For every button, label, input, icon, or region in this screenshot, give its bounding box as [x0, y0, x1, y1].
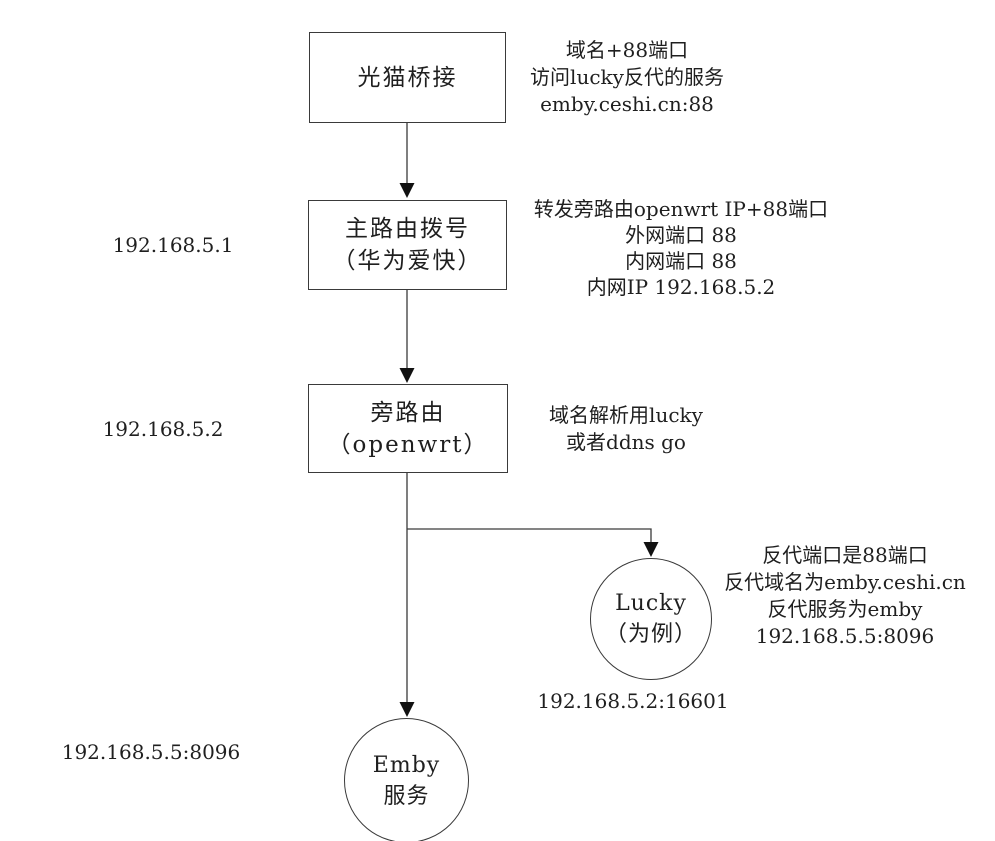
arrowhead-side-router [399, 368, 415, 383]
annotation-side-router: 域名解析用lucky 或者ddns go [476, 402, 776, 456]
annotation-main-router-line2: 外网端口 88 [625, 223, 737, 247]
ip-label-lucky: 192.168.5.2:16601 [537, 689, 729, 713]
node-emby: Emby 服务 [344, 718, 469, 841]
annotation-modem-line1: 域名+88端口 [565, 38, 689, 62]
arrowhead-lucky [643, 542, 659, 557]
node-main-router-label-line2: （华为爱快） [332, 248, 483, 274]
node-main-router: 主路由拨号 （华为爱快） [308, 200, 507, 290]
node-lucky-label-line1: Lucky [615, 591, 687, 616]
annotation-modem-line2: 访问lucky反代的服务 [530, 65, 724, 89]
ip-label-main-router: 192.168.5.1 [112, 233, 234, 257]
node-side-router-label-line2: （openwrt） [327, 431, 489, 458]
annotation-side-router-line2: 或者ddns go [566, 430, 686, 454]
node-modem-bridge: 光猫桥接 [309, 32, 506, 123]
annotation-lucky-line1: 反代端口是88端口 [762, 543, 928, 567]
annotation-main-router-line1: 转发旁路由openwrt IP+88端口 [533, 197, 829, 221]
ip-label-emby: 192.168.5.5:8096 [61, 740, 241, 764]
annotation-lucky-line2: 反代域名为emby.ceshi.cn [724, 570, 966, 594]
annotation-lucky-line3: 反代服务为emby [767, 597, 923, 621]
annotation-modem: 域名+88端口 访问lucky反代的服务 emby.ceshi.cn:88 [477, 37, 777, 118]
node-side-router: 旁路由 （openwrt） [308, 384, 508, 473]
arrowhead-main-router [399, 183, 415, 198]
annotation-side-router-line1: 域名解析用lucky [549, 403, 703, 427]
connector-side-router-to-lucky [407, 528, 652, 542]
node-lucky-label-line2: （为例） [604, 622, 697, 647]
node-lucky: Lucky （为例） [590, 558, 712, 680]
annotation-main-router-line4: 内网IP 192.168.5.2 [586, 275, 776, 299]
annotation-main-router-line3: 内网端口 88 [625, 249, 737, 273]
arrowhead-emby [399, 702, 415, 717]
annotation-lucky: 反代端口是88端口 反代域名为emby.ceshi.cn 反代服务为emby 1… [696, 542, 994, 650]
node-main-router-label-line1: 主路由拨号 [345, 216, 470, 242]
node-side-router-label-line1: 旁路由 [370, 399, 446, 426]
ip-label-side-router: 192.168.5.2 [102, 417, 224, 441]
annotation-modem-line3: emby.ceshi.cn:88 [540, 92, 714, 116]
node-modem-bridge-label: 光猫桥接 [357, 64, 458, 91]
node-emby-label-line2: 服务 [383, 783, 430, 809]
annotation-lucky-line4: 192.168.5.5:8096 [755, 624, 935, 648]
annotation-main-router: 转发旁路由openwrt IP+88端口 外网端口 88 内网端口 88 内网I… [531, 196, 831, 300]
node-emby-label-line1: Emby [372, 752, 441, 778]
